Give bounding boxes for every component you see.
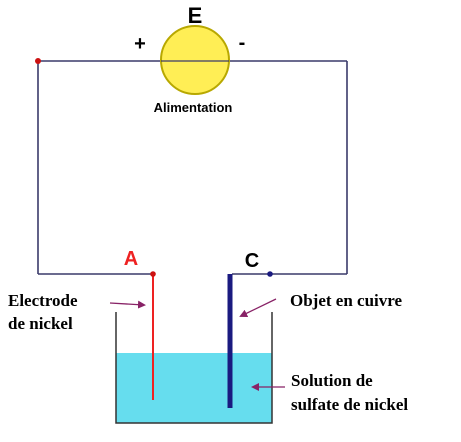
electrode-label-line1: Electrode — [8, 291, 78, 310]
positive-sign: + — [134, 33, 146, 55]
annotation-arrows — [109, 298, 285, 391]
circuit-wires — [37, 60, 348, 275]
anode-letter: A — [124, 248, 138, 270]
anode-terminal-node — [150, 271, 156, 277]
cathode-terminal-node — [267, 271, 273, 277]
negative-sign: - — [239, 32, 246, 54]
junction-node — [35, 58, 41, 64]
beaker — [115, 312, 273, 424]
electrode-label-line2: de nickel — [8, 314, 73, 333]
solution-label-line2: sulfate de nickel — [291, 395, 408, 414]
power-source: E + - Alimentation — [134, 3, 245, 115]
source-letter: E — [188, 3, 203, 28]
power-source-circle — [160, 25, 230, 95]
nickel-sulfate-solution — [116, 353, 272, 423]
electrode-pointer-arrow — [109, 300, 146, 309]
power-source-label: Alimentation — [154, 100, 233, 115]
copper-object-label: Objet en cuivre — [290, 291, 403, 310]
cathode-letter: C — [245, 250, 259, 272]
solution-label-line1: Solution de — [291, 371, 373, 390]
object-pointer-arrow — [239, 298, 277, 317]
